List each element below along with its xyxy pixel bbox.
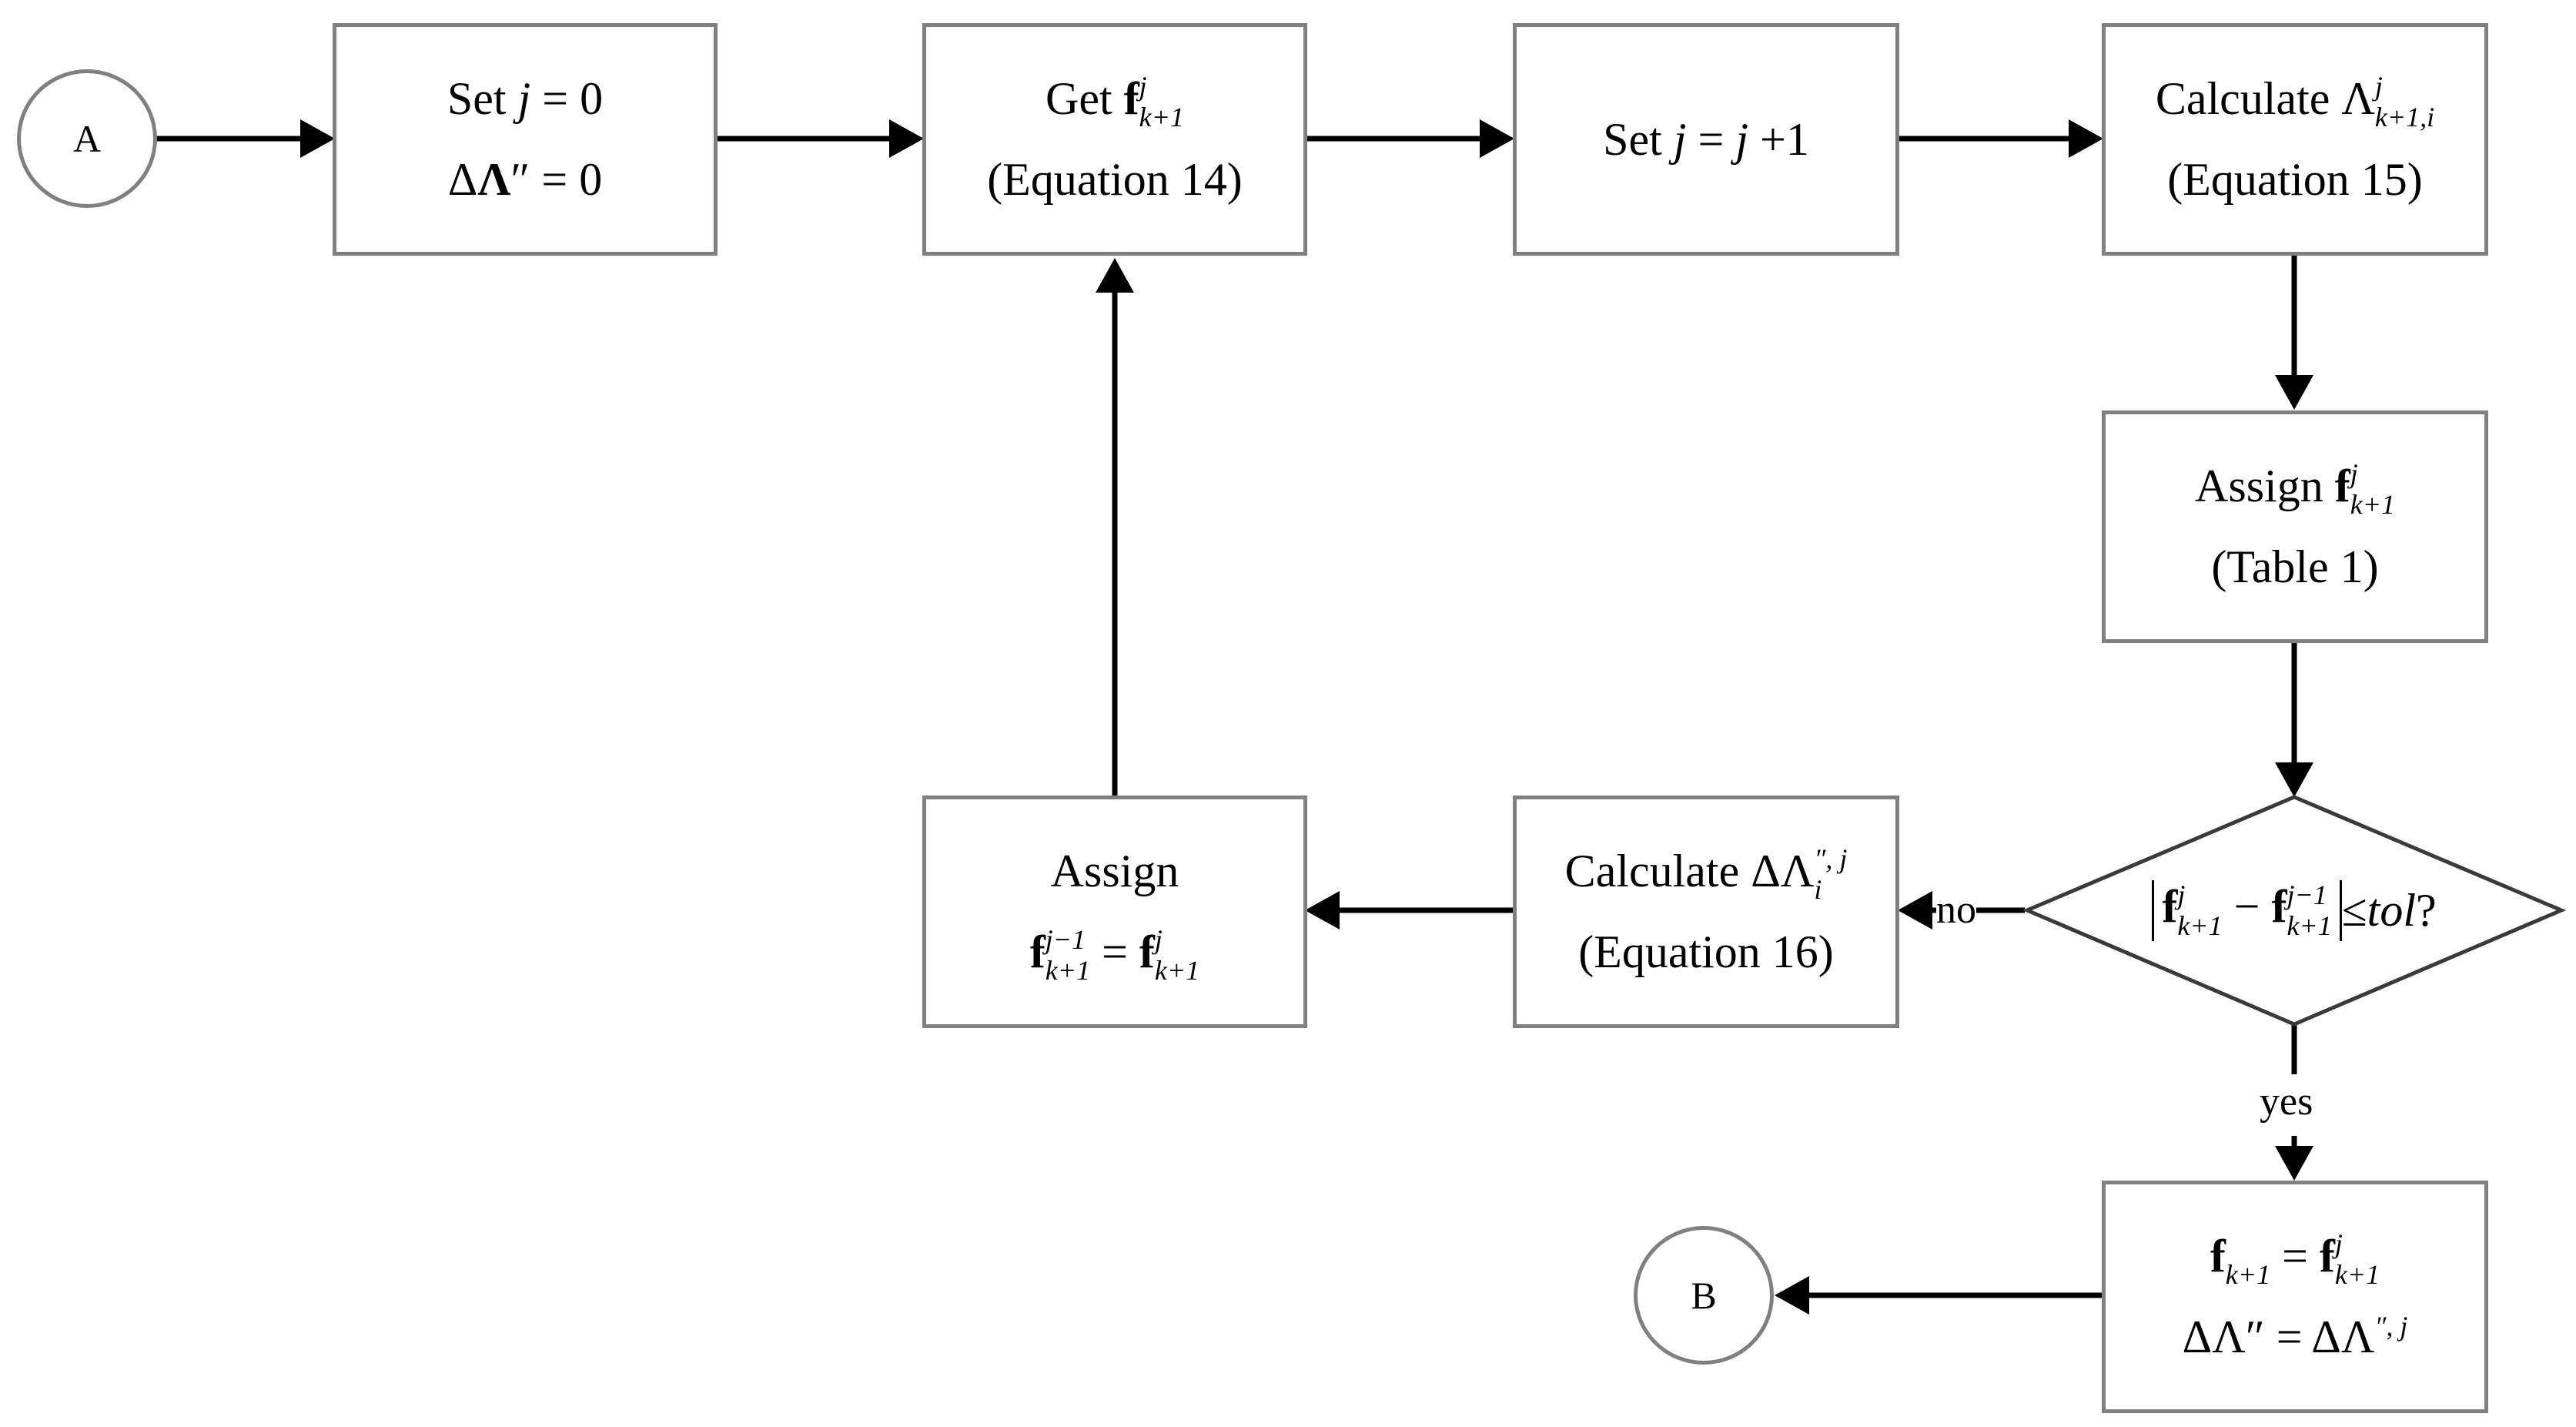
get-f-equation-ref: (Equation 14) (987, 154, 1243, 205)
end-node-b: B (1634, 1226, 1774, 1365)
end-label: B (1691, 1274, 1717, 1317)
init-line-1: Set j = 0 (447, 73, 604, 124)
arrowhead-calc-dlambda-to-assign-prev (1305, 891, 1340, 930)
arrowhead-decision-to-calc-dlambda (1898, 891, 1932, 930)
arrowhead-assign-prev-to-get-f (1096, 258, 1134, 293)
arrowhead-assign-f-to-decision (2275, 762, 2313, 797)
init-line-2: ΔΛ″ = 0 (447, 154, 603, 205)
start-label: A (72, 117, 102, 160)
edge-label-yes: yes (2260, 1080, 2313, 1124)
arrowhead-get-f-to-increment (1480, 119, 1514, 158)
arrowhead-init-to-get-f (889, 119, 924, 158)
increment-box: Set j = j +1 (1513, 23, 1899, 256)
arrowhead-decision-to-final (2275, 1146, 2313, 1181)
edge-label-no: no (1936, 888, 1976, 932)
assign-f-table-ref: (Table 1) (2211, 541, 2379, 592)
final-line-2: ΔΛ″ = ΔΛ″, j (2182, 1311, 2408, 1362)
init-box: Set j = 0 ΔΛ″ = 0 (333, 23, 718, 256)
arrowhead-increment-to-calc-lambda (2069, 119, 2103, 158)
calc-dlambda-equation-ref: (Equation 16) (1578, 926, 1834, 977)
calc-lambda-equation-ref: (Equation 15) (2167, 154, 2423, 205)
decision-diamond-shape (2022, 795, 2567, 1027)
start-node-a: A (17, 69, 157, 208)
arrowhead-start-to-init (300, 119, 335, 158)
increment-line: Set j = j +1 (1603, 113, 1809, 165)
arrowhead-final-to-end (1775, 1276, 1809, 1315)
assign-prev-line-1: Assign (1050, 846, 1179, 896)
arrowhead-calc-lambda-to-assign-f (2275, 375, 2313, 410)
